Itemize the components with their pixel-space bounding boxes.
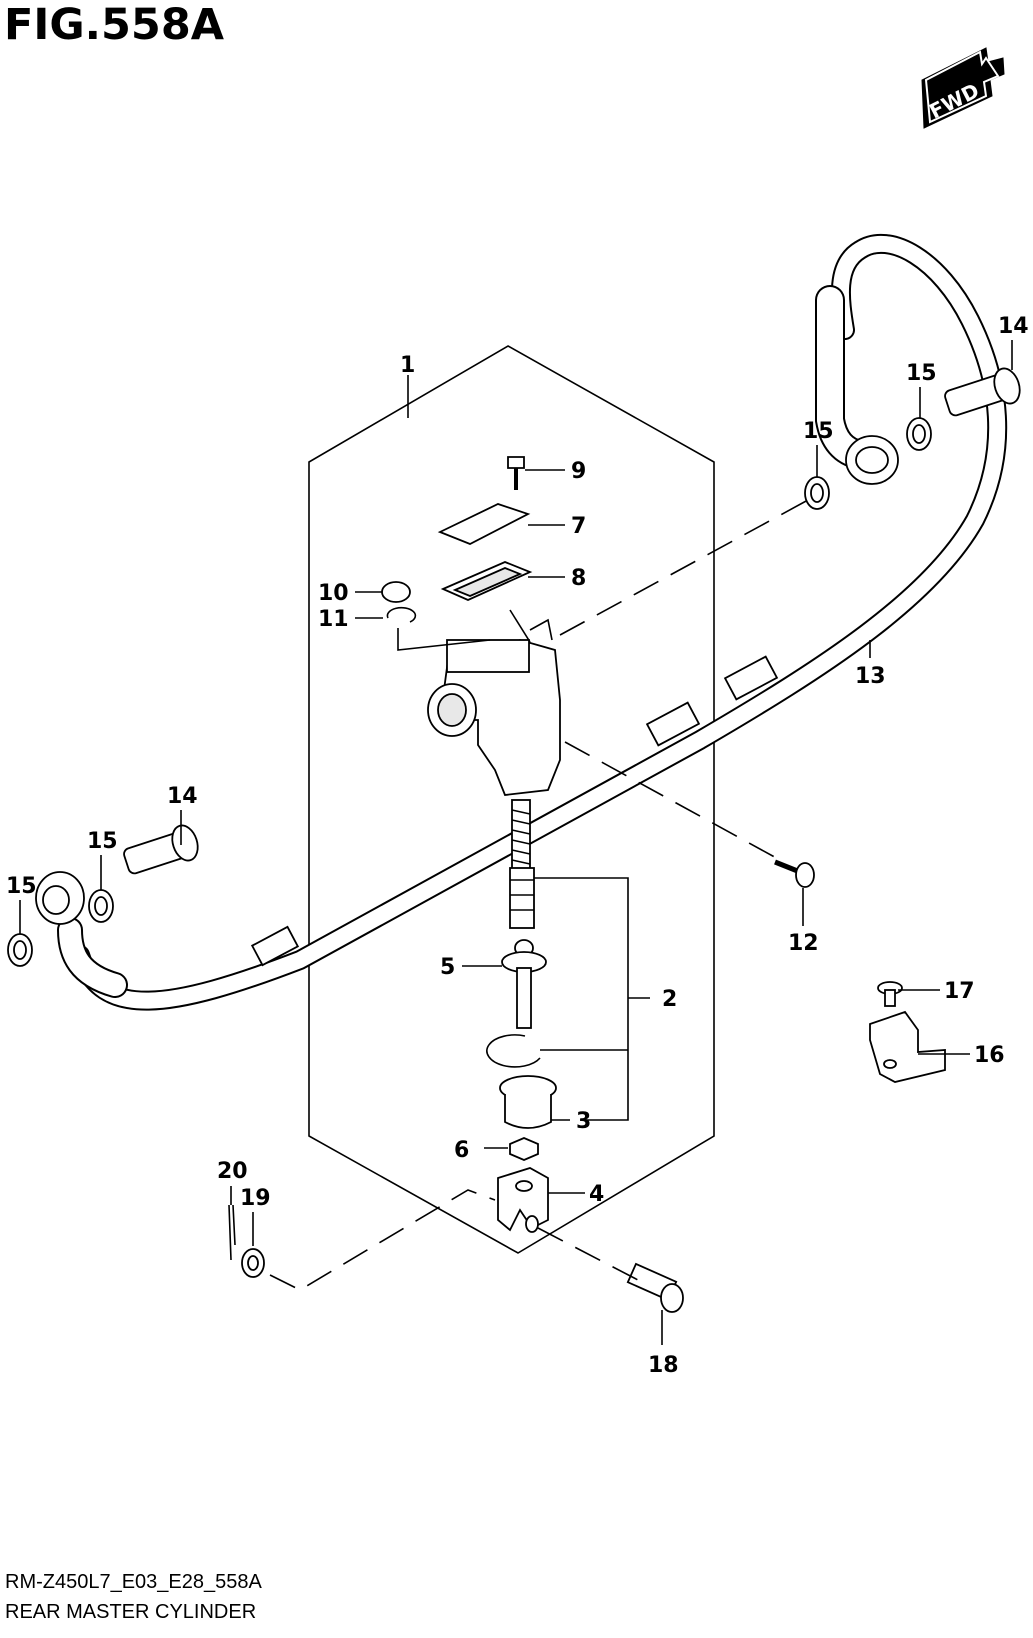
fwd-arrow-icon: FWD bbox=[921, 47, 1005, 129]
callout-17: 17 bbox=[944, 979, 975, 1004]
brake-hose bbox=[35, 233, 1008, 1011]
boot-icon bbox=[499, 1075, 557, 1129]
callout-2: 2 bbox=[662, 987, 677, 1012]
assembly-outline bbox=[308, 345, 715, 1254]
reservoir-cap-icon bbox=[437, 503, 531, 545]
callout-18: 18 bbox=[648, 1353, 679, 1378]
callout-15-right: 15 bbox=[906, 361, 937, 386]
leader-lines bbox=[19, 340, 1013, 1345]
callout-6: 6 bbox=[454, 1138, 469, 1163]
circlip-icon bbox=[486, 1034, 541, 1068]
screw-small-icon bbox=[877, 981, 903, 1007]
section-name: REAR MASTER CYLINDER bbox=[5, 1601, 257, 1623]
callout-10: 10 bbox=[318, 581, 349, 606]
callout-14-right: 14 bbox=[998, 314, 1029, 339]
washer-icon bbox=[7, 417, 932, 967]
bracket-icon bbox=[869, 1010, 946, 1083]
model-code: RM-Z450L7_E03_E28_558A bbox=[5, 1571, 262, 1593]
callout-13: 13 bbox=[855, 664, 886, 689]
clevis-icon bbox=[497, 1167, 549, 1233]
callout-3: 3 bbox=[576, 1109, 591, 1134]
callout-7: 7 bbox=[571, 514, 586, 539]
callout-15-mid: 15 bbox=[803, 419, 834, 444]
cotter-pin-icon bbox=[228, 1204, 236, 1261]
callout-8: 8 bbox=[571, 566, 586, 591]
clevis-pin-icon bbox=[626, 1262, 684, 1313]
diaphragm-icon bbox=[381, 581, 411, 603]
callout-4: 4 bbox=[589, 1182, 604, 1207]
push-rod-icon bbox=[501, 939, 547, 1029]
callout-1: 1 bbox=[400, 353, 415, 378]
callout-19: 19 bbox=[240, 1186, 271, 1211]
banjo-bolt-left-icon bbox=[123, 824, 199, 875]
callout-15-far-left: 15 bbox=[6, 874, 37, 899]
assembly-lines bbox=[269, 499, 809, 1291]
figure-title: FIG.558A bbox=[4, 0, 225, 50]
master-cylinder-body-icon bbox=[427, 618, 561, 796]
callout-15-left: 15 bbox=[87, 829, 118, 854]
circlip-small-icon bbox=[386, 606, 417, 623]
spring-icon bbox=[509, 799, 535, 929]
nut-icon bbox=[509, 1137, 539, 1161]
screw-icon bbox=[507, 456, 525, 490]
bolt-icon bbox=[774, 859, 815, 888]
callout-16: 16 bbox=[974, 1043, 1005, 1068]
callout-11: 11 bbox=[318, 607, 349, 632]
banjo-bolt-right-icon bbox=[944, 367, 1021, 417]
callout-20: 20 bbox=[217, 1159, 248, 1184]
callout-12: 12 bbox=[788, 931, 819, 956]
callout-5: 5 bbox=[440, 955, 455, 980]
callout-14-left: 14 bbox=[167, 784, 198, 809]
reservoir-gasket-icon bbox=[440, 561, 533, 601]
plain-washer-icon bbox=[241, 1248, 265, 1278]
callout-9: 9 bbox=[571, 459, 586, 484]
